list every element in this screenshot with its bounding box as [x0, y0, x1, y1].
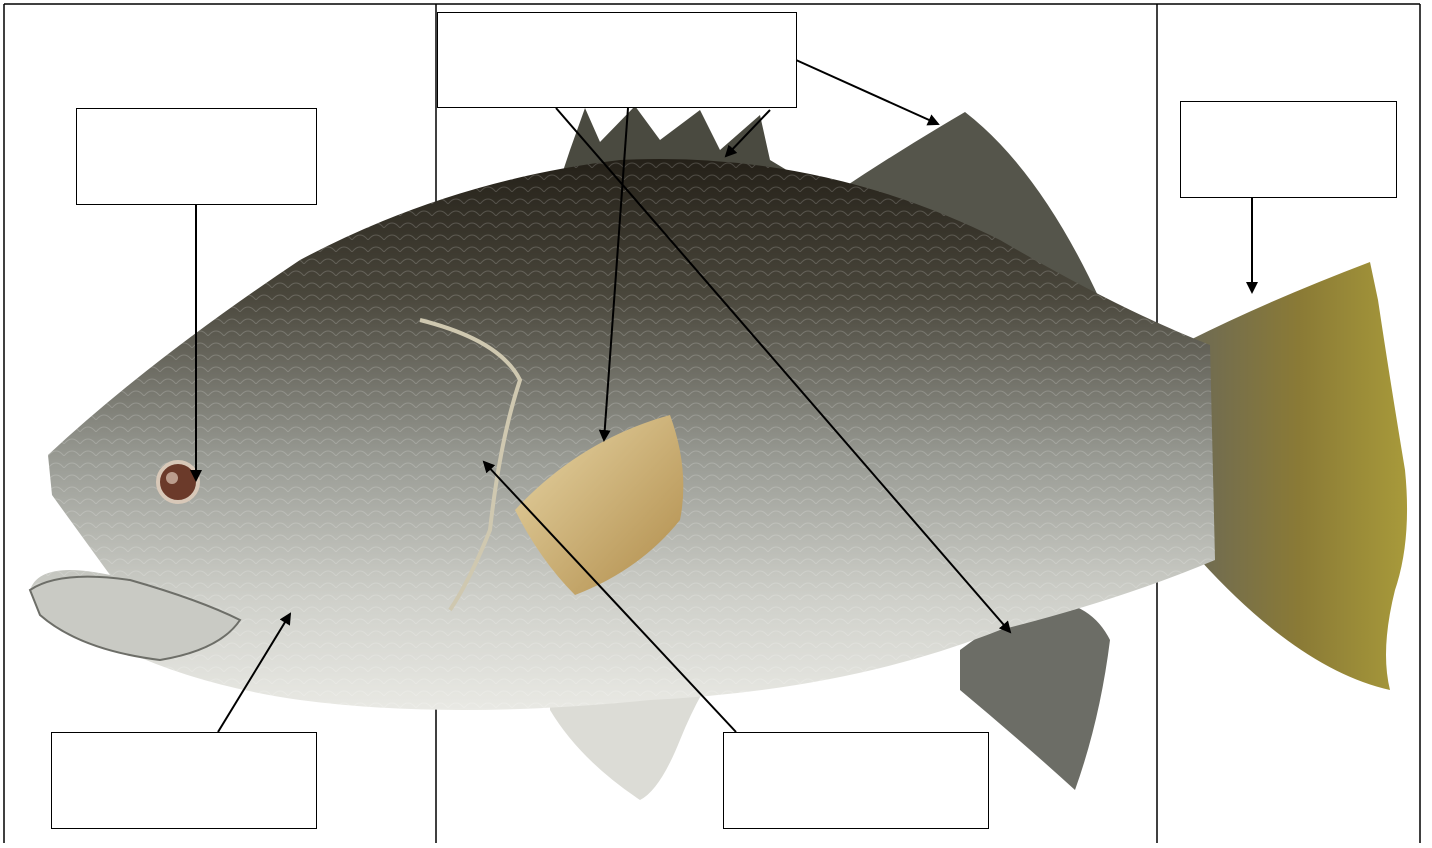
- label-box-operculum[interactable]: [723, 732, 989, 829]
- caudal-fin: [1190, 262, 1407, 690]
- label-text-eye: [77, 109, 316, 139]
- label-box-fins[interactable]: [437, 12, 797, 108]
- fish-eye: [158, 462, 198, 502]
- label-box-tail[interactable]: [1180, 101, 1397, 198]
- label-text-tail: [1181, 102, 1396, 132]
- fish-illustration: [30, 106, 1407, 800]
- label-box-gill[interactable]: [51, 732, 317, 829]
- label-text-operculum: [724, 733, 988, 763]
- label-text-gill: [52, 733, 316, 763]
- label-text-fins: [438, 13, 796, 43]
- arrow-soft-dorsal: [796, 60, 938, 124]
- label-box-eye[interactable]: [76, 108, 317, 205]
